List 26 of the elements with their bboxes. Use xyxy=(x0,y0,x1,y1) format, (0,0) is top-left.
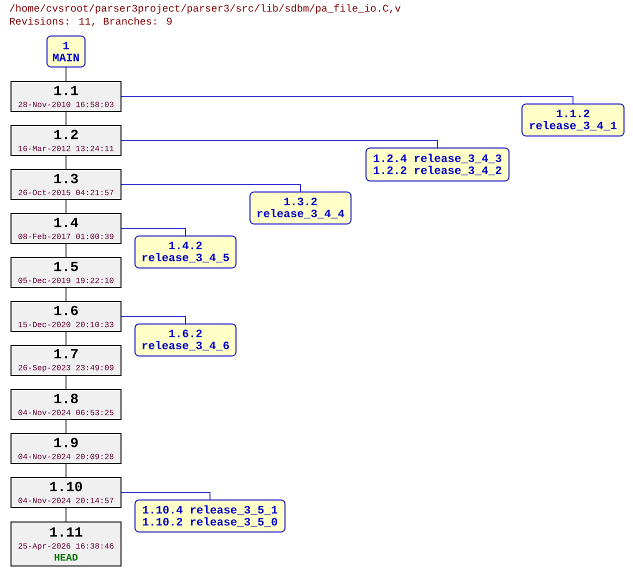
revision-box: 1.4 08-Feb-2017 01:00:39 xyxy=(10,213,122,244)
branch-line xyxy=(121,184,301,192)
revision-box: 1.3 26-Oct-2015 04:21:57 xyxy=(10,169,122,200)
revision-box: 1.1 28-Nov-2010 16:58:03 xyxy=(10,81,122,112)
revision-box: 1.2 16-Mar-2012 13:24:11 xyxy=(10,125,122,156)
revision-box: 1.7 26-Sep-2023 23:49:09 xyxy=(10,345,122,376)
revision-box: 1.5 05-Dec-2019 19:22:10 xyxy=(10,257,122,288)
file-path: /home/cvsroot/parser3project/parser3/src/lib/sdbm/pa_file_io.C,v xyxy=(10,4,401,14)
revision-box: 1.6 15-Dec-2020 20:10:33 xyxy=(10,301,122,332)
revision-box: 1.9 04-Nov-2024 20:09:28 xyxy=(10,433,122,464)
branch-tag: 1.10.4 release_3_5_1 1.10.2 release_3_5_0 xyxy=(134,500,286,532)
branch-tag: 1.6.2 release_3_4_6 xyxy=(134,324,236,356)
main-node: 1 MAIN xyxy=(46,36,86,68)
branch-line xyxy=(121,140,438,148)
branch-tag: 1.1.2 release_3_4_1 xyxy=(522,104,624,136)
summary-text: Revisions: 11, Branches: 9 xyxy=(10,17,172,26)
branch-tag: 1.3.2 release_3_4_4 xyxy=(250,192,352,224)
branch-line xyxy=(121,316,186,324)
branch-line xyxy=(121,492,210,500)
revision-box: 1.8 04-Nov-2024 06:53:25 xyxy=(10,389,122,420)
revision-box: 1.10 04-Nov-2024 20:14:57 xyxy=(10,477,122,508)
branch-line xyxy=(121,228,186,236)
branch-tag: 1.2.4 release_3_4_3 1.2.2 release_3_4_2 xyxy=(366,148,510,182)
branch-tag: 1.4.2 release_3_4_5 xyxy=(134,236,236,268)
revision-box: 1.11 25-Apr-2026 16:38:46 HEAD xyxy=(10,522,122,566)
branch-line xyxy=(121,96,574,104)
